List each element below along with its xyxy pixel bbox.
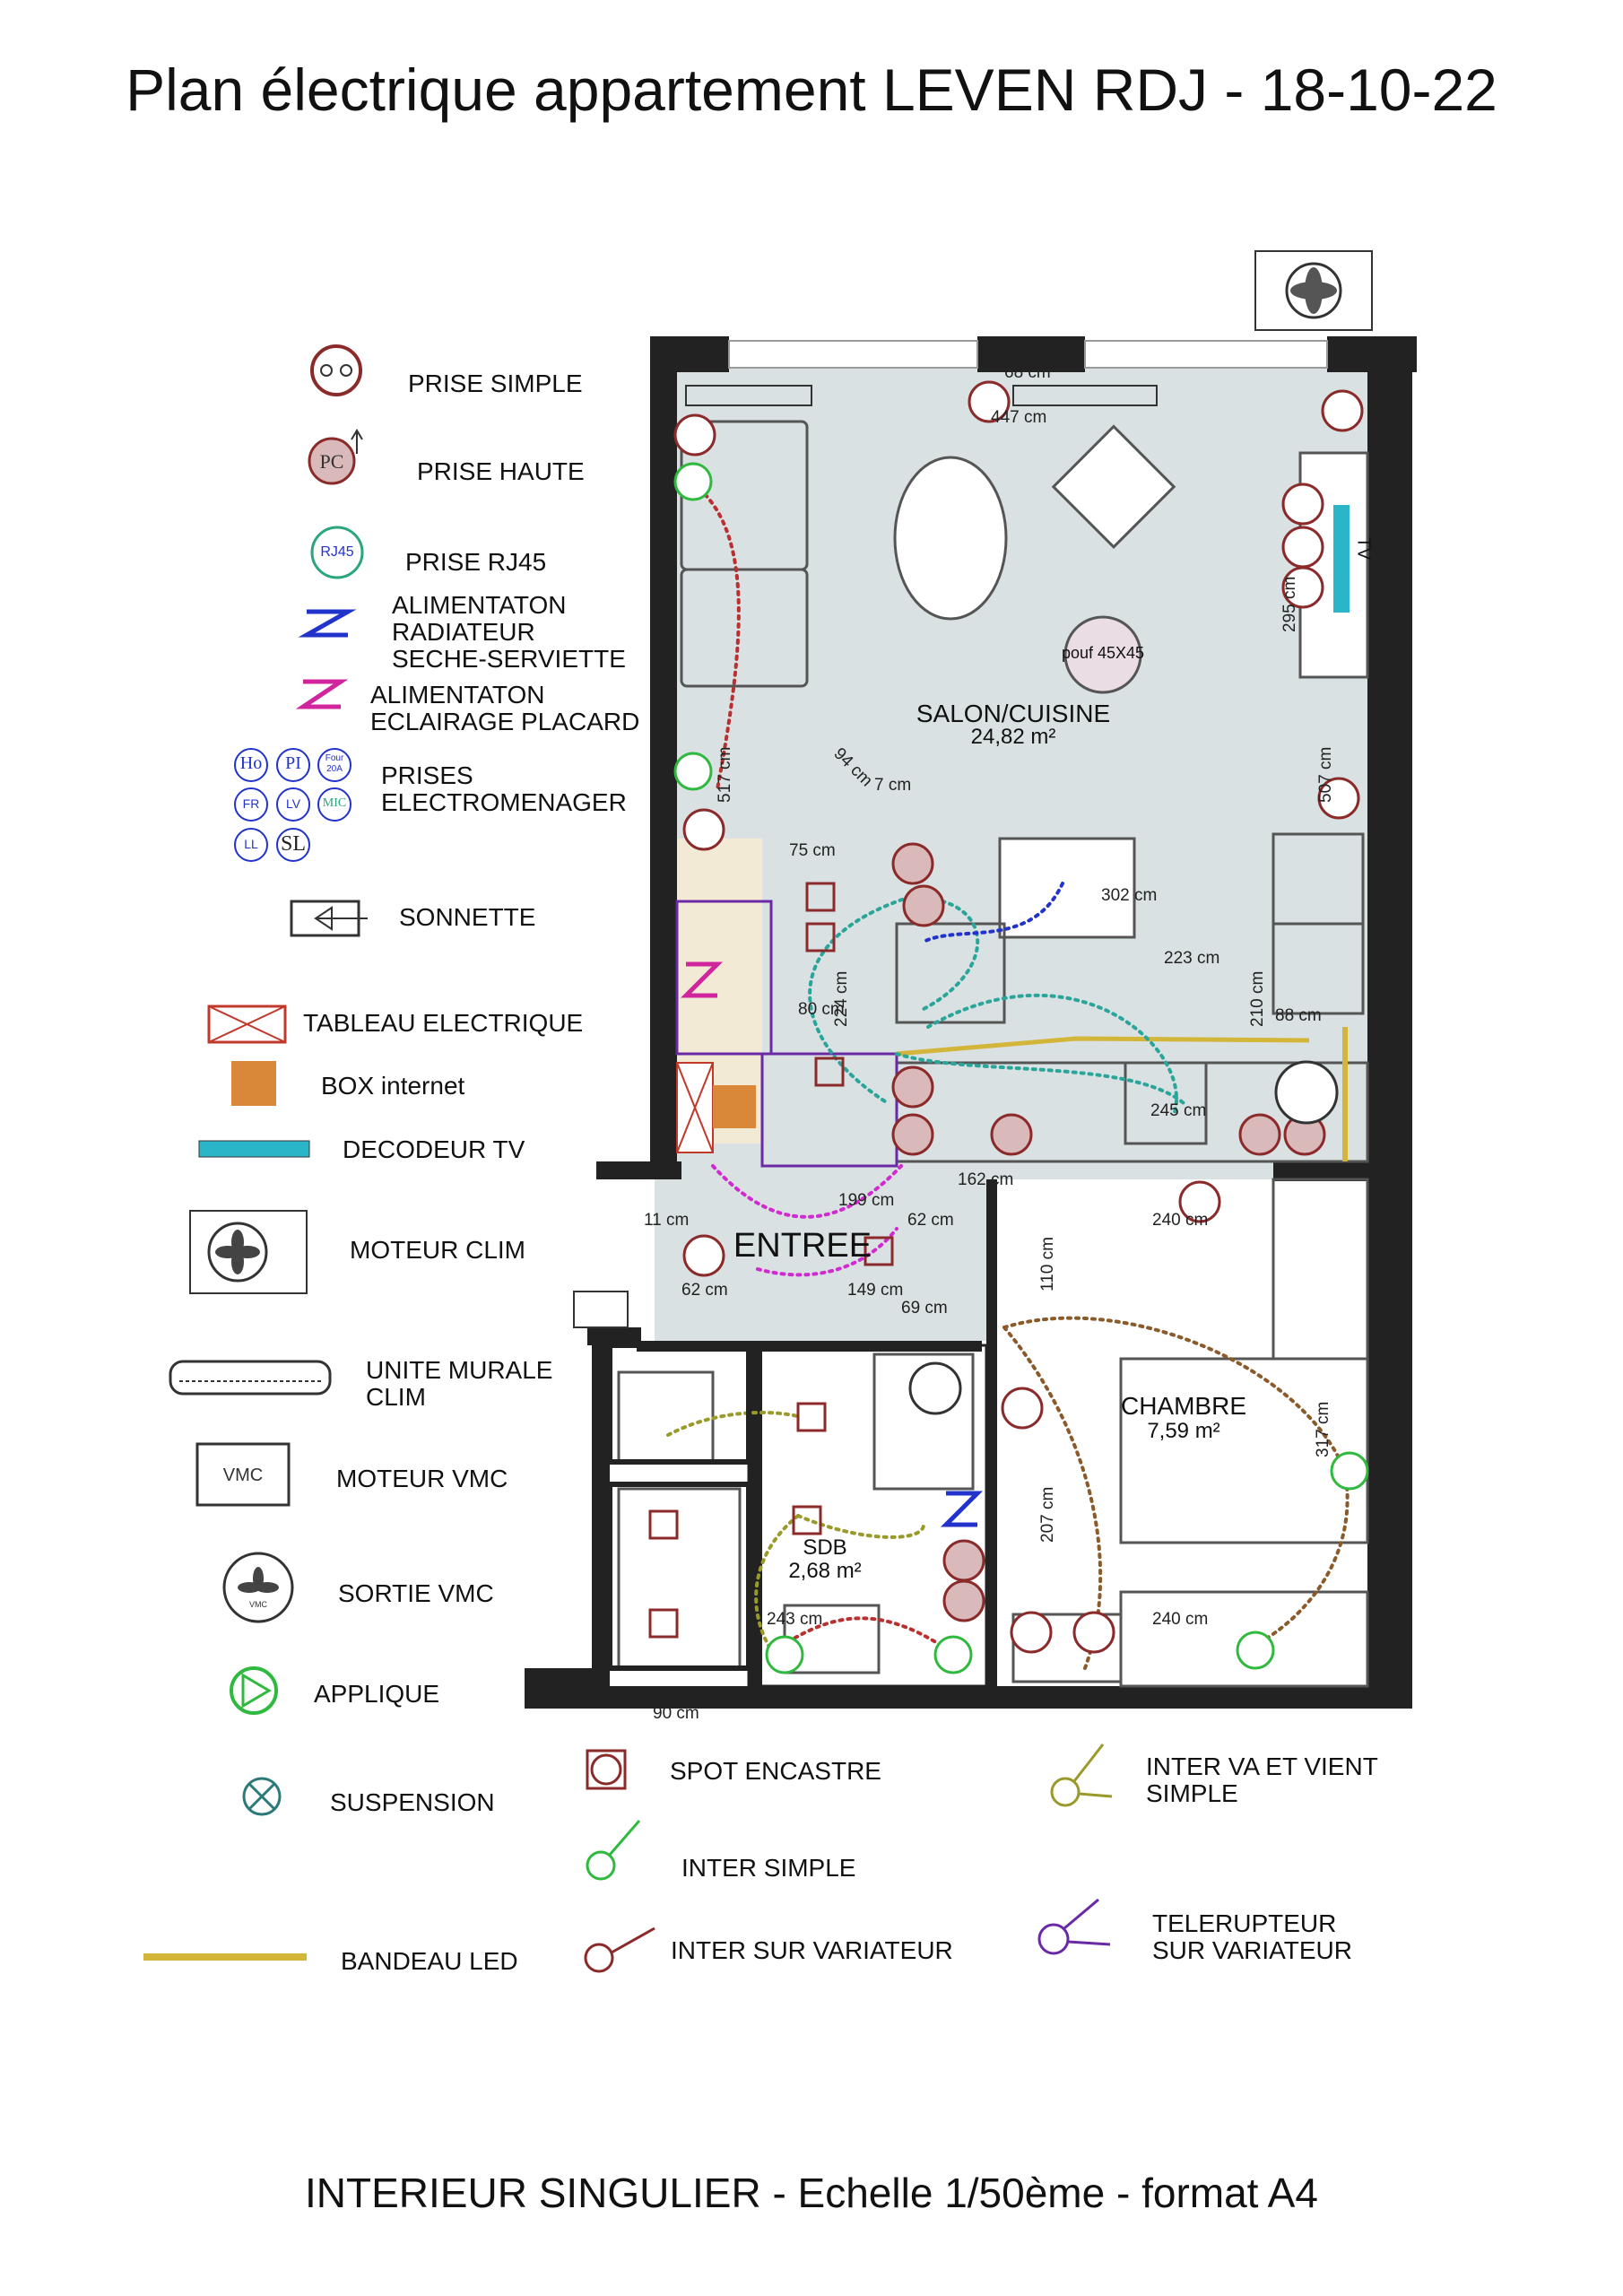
legend-moteur-clim: MOTEUR CLIM	[350, 1236, 525, 1264]
moteur-vmc-icon	[195, 1442, 291, 1507]
telerupteur-icon	[1037, 1898, 1111, 1955]
room-sdb-name: SDB	[803, 1535, 847, 1560]
legend-tableau: TABLEAU ELECTRIQUE	[303, 1009, 584, 1037]
rj45-icon	[310, 526, 364, 579]
radiateur-z-icon	[298, 609, 357, 638]
legend-alim-radiateur: ALIMENTATON RADIATEUR SECHE-SERVIETTE	[392, 591, 626, 673]
decodeur-icon	[198, 1140, 310, 1158]
legend-sortie-vmc: SORTIE VMC	[338, 1579, 494, 1607]
dim-label: 199 cm	[838, 1191, 895, 1210]
dim-label: 245 cm	[1150, 1101, 1207, 1120]
legend-electromenager: PRISES ELECTROMENAGER	[381, 761, 627, 816]
dim-label: 162 cm	[958, 1170, 1014, 1189]
dim-label: 240 cm	[1152, 1610, 1209, 1629]
legend-box: BOX internet	[321, 1072, 465, 1100]
plan-appliques	[673, 462, 1369, 1674]
dim-label: 149 cm	[847, 1281, 904, 1300]
legend-telerupteur: TELERUPTEUR SUR VARIATEUR	[1152, 1909, 1352, 1964]
room-chambre-name: CHAMBRE	[1120, 1392, 1246, 1420]
inter-va-vient-icon	[1050, 1744, 1113, 1807]
page-title: Plan électrique appartement LEVEN RDJ - …	[126, 57, 1497, 123]
legend-applique: APPLIQUE	[314, 1680, 440, 1708]
pouf-label: pouf 45X45	[1061, 644, 1145, 662]
plan-spots	[648, 882, 894, 1639]
ho-icon-text: Ho	[239, 753, 263, 773]
dim-label: 11 cm	[644, 1211, 690, 1230]
decodeur-tv-strip	[1333, 505, 1350, 613]
four-icon-text: Four 20A	[325, 753, 344, 774]
ll-icon-text: LL	[244, 837, 258, 851]
dim-label: 62 cm	[907, 1211, 954, 1230]
led-strip	[896, 1036, 1310, 1057]
room-chambre-area: 7,59 m²	[1147, 1419, 1220, 1443]
dim-label: 243 cm	[767, 1610, 823, 1629]
room-salon-name: SALON/CUISINE	[916, 700, 1111, 727]
dim-label: 7 cm	[874, 776, 912, 795]
room-sdb-area: 2,68 m²	[788, 1559, 862, 1583]
plan-prises	[673, 380, 1364, 1654]
legend-moteur-vmc: MOTEUR VMC	[336, 1465, 508, 1492]
prise-haute-pc-text: PC	[319, 450, 344, 473]
legend-alim-placard: ALIMENTATON ECLAIRAGE PLACARD	[370, 681, 640, 735]
room-entree: ENTREE	[733, 1227, 872, 1265]
dim-label: 80 cm	[798, 1000, 845, 1019]
legend-sonnette: SONNETTE	[399, 903, 536, 931]
sortie-vmc-text: VMC	[249, 1600, 267, 1609]
mic-icon-text: MIC	[322, 796, 347, 810]
legend-prise-haute: PRISE HAUTE	[417, 457, 585, 485]
radiators	[685, 385, 1158, 406]
walls	[525, 336, 1417, 1709]
dim-label: 75 cm	[789, 841, 836, 860]
dim-label: 68 cm	[1004, 363, 1051, 382]
legend-inter-simple: INTER SIMPLE	[681, 1854, 856, 1882]
legend-suspension: SUSPENSION	[330, 1788, 495, 1816]
lv-icon-text: LV	[285, 796, 301, 811]
room-salon-area: 24,82 m²	[970, 725, 1056, 749]
unite-murale-icon	[169, 1360, 332, 1396]
moteur-vmc-text: VMC	[222, 1465, 264, 1485]
plan-prises-hautes	[891, 842, 1326, 1622]
sonnette-icon	[290, 900, 368, 937]
prise-haute-icon	[308, 429, 363, 485]
legend-bandeau-led: BANDEAU LED	[341, 1947, 518, 1975]
dim-label: 88 cm	[1275, 1006, 1322, 1025]
tableau-icon	[207, 1004, 287, 1044]
box-icon	[231, 1061, 276, 1106]
moteur-clim-icon	[189, 1210, 308, 1294]
legend-prise-simple: PRISE SIMPLE	[408, 370, 583, 397]
dim-label: 240 cm	[1152, 1211, 1209, 1230]
legend-decodeur: DECODEUR TV	[343, 1135, 525, 1163]
suspension-icon	[242, 1777, 282, 1816]
fr-icon-text: FR	[242, 796, 260, 811]
dim-label: 90 cm	[653, 1704, 699, 1723]
dim-label: 447 cm	[991, 408, 1047, 427]
spot-icon	[586, 1749, 627, 1790]
dim-label: 69 cm	[901, 1299, 948, 1318]
pi-icon-text: PI	[285, 753, 301, 773]
box-internet	[713, 1085, 756, 1128]
dim-label: 62 cm	[681, 1281, 728, 1300]
dim-label: 223 cm	[1164, 949, 1220, 968]
legend-inter-va-vient: INTER VA ET VIENT SIMPLE	[1146, 1752, 1378, 1807]
legend-inter-variateur: INTER SUR VARIATEUR	[671, 1936, 953, 1964]
legend-prise-rj45: PRISE RJ45	[405, 548, 547, 576]
dim-label: 302 cm	[1101, 886, 1158, 905]
inter-simple-icon	[586, 1820, 641, 1881]
rj45-icon-text: RJ45	[320, 544, 354, 560]
placard-z-icon	[295, 679, 349, 709]
electromenager-icons	[234, 748, 352, 862]
page-footer: INTERIEUR SINGULIER - Echelle 1/50ème - …	[305, 2170, 1318, 2216]
legend-spot: SPOT ENCASTRE	[670, 1757, 881, 1785]
sortie-vmc-icon	[222, 1552, 294, 1623]
legend-unite-murale: UNITE MURALE CLIM	[366, 1356, 553, 1411]
furniture	[617, 420, 1369, 1688]
applique-icon	[230, 1666, 278, 1715]
plan-clim	[1274, 1060, 1339, 1125]
prise-simple-icon	[310, 344, 362, 396]
sl-icon-text: SL	[280, 832, 306, 856]
inter-variateur-icon	[584, 1926, 655, 1973]
